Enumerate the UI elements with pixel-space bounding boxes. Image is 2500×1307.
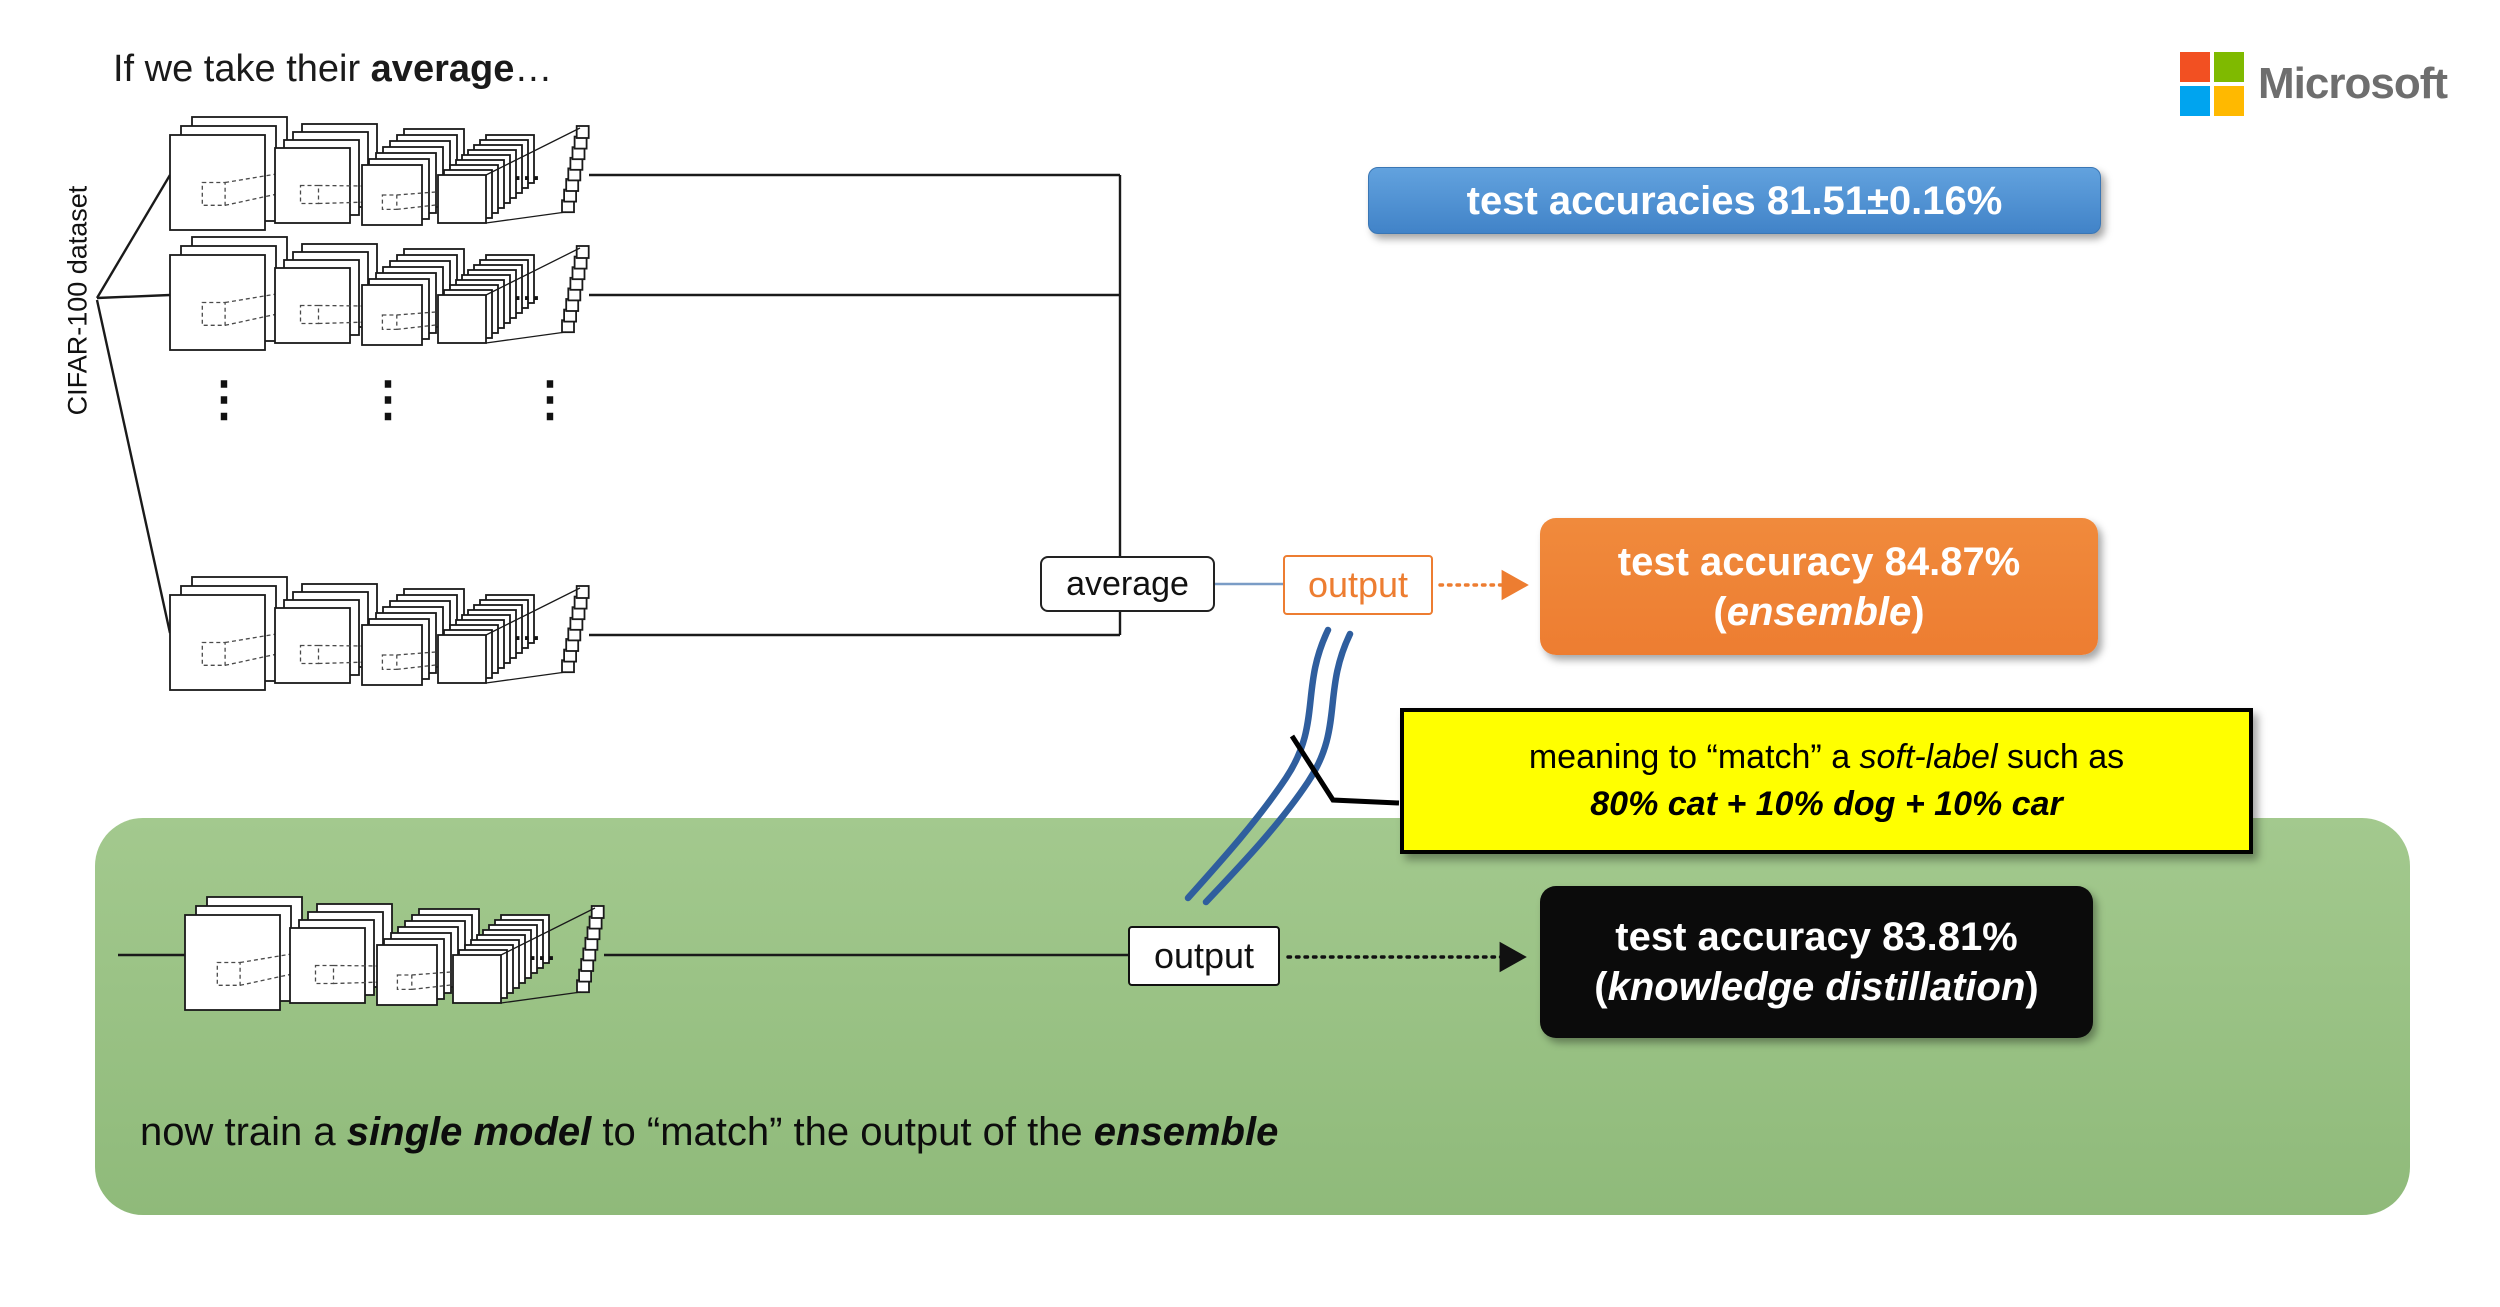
distillation-arrow-stroke-1 [1202,630,1354,906]
fan-line-2 [96,293,171,300]
ellipsis-dots: ... [529,936,557,966]
output-vector-cell [575,245,590,259]
vertical-dots: ⋮ [200,373,248,426]
badge-line-2: (knowledge distillation) [1594,965,2039,1009]
logo-square-green [2214,52,2244,82]
conv-networks: ............ [169,116,605,1011]
receptive-field [299,644,320,665]
fan-line-1 [95,174,172,299]
conv-network: ... [169,236,590,351]
receptive-field [381,314,398,331]
conv-network: ... [169,116,590,231]
note-line-2: 80% cat + 10% dog + 10% car [1590,785,2063,823]
conv-network: ... [169,576,590,691]
dataset-label: CIFAR-100 dataset [62,185,93,416]
vertical-dots: ⋮ [526,373,574,426]
ellipsis-dots: ... [514,276,542,306]
note-line-1: meaning to “match” a soft-label such as [1528,738,2125,776]
ensemble-accuracy-badge: test accuracy 84.87% (ensemble) [1540,518,2098,655]
note-pointer-line [1289,734,1400,806]
vertical-dots: ⋮ [364,373,412,426]
ellipsis-dots: ... [514,156,542,186]
receptive-field [201,641,226,666]
receptive-field [381,654,398,671]
average-box: average [1040,556,1215,612]
output-vector-cell [590,905,605,919]
receptive-field [314,964,335,985]
badge-text: test accuracies 81.51±0.16% [1466,178,2003,223]
distillation-accuracy-badge: test accuracy 83.81% (knowledge distilla… [1540,886,2093,1038]
output-vector-cell [575,585,590,599]
output-vector-cell [575,125,590,139]
distillation-arrow-stroke-2 [1184,626,1332,902]
receptive-field [381,194,398,211]
slide-title: If we take their average… [113,48,553,90]
logo-square-red [2180,52,2210,82]
receptive-field [299,304,320,325]
badge-line-1: test accuracy 84.87% [1617,539,2021,584]
badge-line-1: test accuracy 83.81% [1615,915,2018,959]
microsoft-logo-icon [2180,52,2244,116]
single-output-box: output [1128,926,1280,986]
ensembles-accuracy-badge: test accuracies 81.51±0.16% [1368,167,2101,234]
receptive-field [396,974,413,991]
receptive-field [201,181,226,206]
fan-line-3 [95,299,172,634]
soft-label-note: meaning to “match” a soft-label such as … [1400,708,2253,854]
badge-line-2: (ensemble) [1713,589,1925,634]
conv-network: ... [184,896,605,1011]
receptive-field [201,301,226,326]
title-text: If we take their [113,48,371,90]
distillation-caption: now train a single model to “match” the … [140,1110,1279,1154]
logo-square-yellow [2214,86,2244,116]
ensemble-output-box: output [1283,555,1433,615]
receptive-field [216,961,241,986]
receptive-field [299,184,320,205]
microsoft-logo: Microsoft [2180,52,2448,116]
microsoft-wordmark: Microsoft [2258,59,2448,108]
logo-square-blue [2180,86,2210,116]
ellipsis-dots: ... [514,616,542,646]
